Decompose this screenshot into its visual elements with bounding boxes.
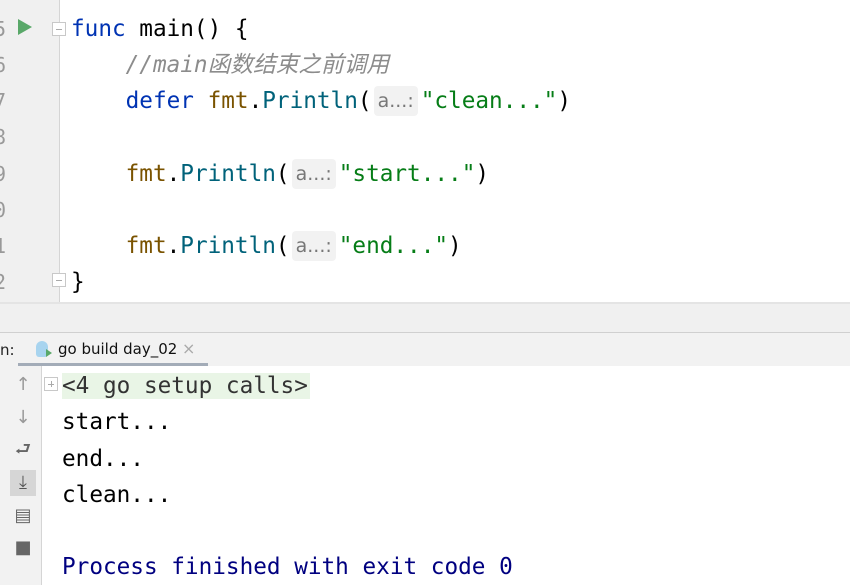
line-gutter: 5 6 7 8 9 0 1 2 bbox=[0, 0, 60, 302]
line-number: 6 bbox=[0, 47, 6, 83]
line-number: 2 bbox=[0, 264, 6, 300]
code-content[interactable]: func main() { //main函数结束之前调用 defer fmt.P… bbox=[71, 11, 571, 301]
tab-go-build[interactable]: go build day_02 × bbox=[18, 333, 208, 366]
arrow-down-icon[interactable]: ↓ bbox=[15, 407, 31, 428]
code-editor[interactable]: 5 6 7 8 9 0 1 2 func main() { //main函数结束… bbox=[0, 0, 850, 302]
console-toolbar: ↑ ↓ ⮐ ⤓ ▤ ■ bbox=[0, 366, 42, 585]
line-number: 0 bbox=[0, 192, 6, 228]
run-tab-bar: n: go build day_02 × bbox=[0, 333, 850, 366]
fold-icon[interactable] bbox=[52, 22, 66, 36]
line-number: 5 bbox=[0, 11, 6, 47]
exit-message: Process finished with exit code 0 bbox=[62, 554, 513, 581]
fold-icon[interactable] bbox=[52, 273, 66, 287]
line-number: 1 bbox=[0, 228, 6, 264]
code-line: //main函数结束之前调用 bbox=[125, 52, 390, 79]
code-line: defer fmt.Println(a...:"clean...") bbox=[125, 86, 571, 117]
setup-calls[interactable]: <4 go setup calls> bbox=[62, 373, 310, 399]
panel-splitter[interactable] bbox=[0, 302, 850, 333]
expand-icon[interactable] bbox=[44, 377, 58, 391]
parameter-hint: a...: bbox=[373, 86, 418, 117]
code-line: func main() { bbox=[71, 16, 249, 42]
parameter-hint: a...: bbox=[291, 231, 336, 262]
go-run-icon bbox=[36, 341, 52, 357]
console-output[interactable]: <4 go setup calls> start... end... clean… bbox=[62, 368, 513, 586]
line-number: 8 bbox=[0, 119, 6, 155]
arrow-up-icon[interactable]: ↑ bbox=[15, 374, 31, 395]
console-line: start... bbox=[62, 409, 172, 436]
soft-wrap-icon[interactable]: ⮐ bbox=[14, 439, 32, 460]
scroll-to-end-icon[interactable]: ⤓ bbox=[10, 470, 36, 496]
code-line: fmt.Println(a...:"end...") bbox=[125, 231, 462, 262]
console-line: clean... bbox=[62, 481, 172, 508]
run-label: n: bbox=[0, 341, 15, 359]
run-icon[interactable] bbox=[18, 19, 32, 35]
code-line: } bbox=[71, 269, 85, 296]
print-icon[interactable]: ▤ bbox=[14, 505, 32, 526]
line-number: 9 bbox=[0, 156, 6, 192]
tab-label: go build day_02 bbox=[58, 340, 178, 358]
console-line: end... bbox=[62, 445, 144, 472]
close-icon[interactable]: × bbox=[182, 339, 196, 358]
parameter-hint: a...: bbox=[291, 158, 336, 189]
code-line: fmt.Println(a...:"start...") bbox=[125, 158, 490, 189]
trash-icon[interactable]: ■ bbox=[14, 537, 32, 558]
line-number: 7 bbox=[0, 83, 6, 119]
